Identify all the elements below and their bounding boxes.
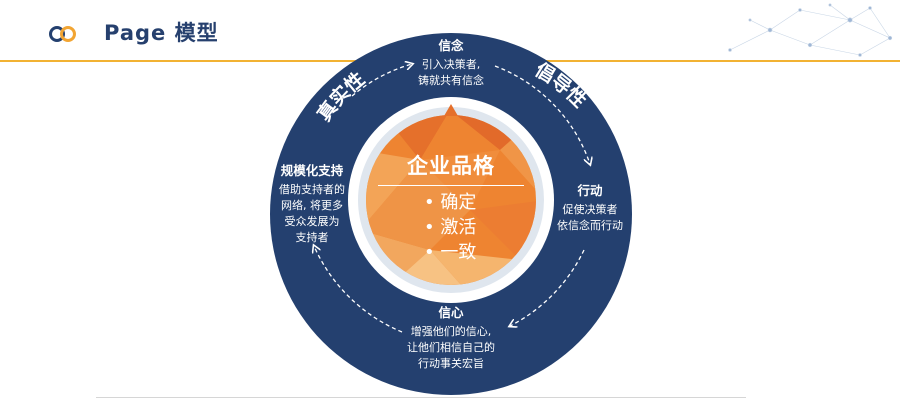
network-decoration-icon <box>728 3 893 57</box>
stage-line: 依信念而行动 <box>557 219 623 232</box>
stage-line: 促使决策者 <box>562 203 618 216</box>
core-divider <box>378 185 524 186</box>
arrow-truth-to-belief <box>351 64 412 97</box>
stage-line: 让他们相信自己的 <box>407 341 495 354</box>
core-item: • 激活 <box>424 217 477 238</box>
logo-icon <box>49 26 76 42</box>
core-list: • 确定 • 激活 • 一致 <box>424 190 476 265</box>
stage-heading: 信念 <box>438 38 464 53</box>
stage-heading: 信心 <box>438 305 464 320</box>
stage-line: 铸就共有信念 <box>418 74 484 87</box>
core-item: • 确定 <box>424 192 477 213</box>
core-item: • 一致 <box>424 242 477 263</box>
core-circle <box>366 115 536 285</box>
stage-scale: 规模化支持 借助支持者的 网络, 将更多 受众发展为 支持者 <box>272 163 352 246</box>
stage-line: 网络, 将更多 <box>281 199 343 212</box>
stage-heading: 行动 <box>577 183 603 198</box>
stage-line: 受众发展为 <box>284 215 340 228</box>
core-title: 企业品格 <box>407 154 495 178</box>
stage-line: 支持者 <box>295 231 329 244</box>
footer-divider <box>96 397 746 398</box>
arrow-faith-to-scale <box>314 246 403 333</box>
stage-line: 引入决策者, <box>421 58 481 71</box>
stage-heading: 规模化支持 <box>280 163 344 178</box>
stage-action: 行动 促使决策者 依信念而行动 <box>550 183 630 234</box>
stage-faith: 信心 增强他们的信心, 让他们相信自己的 行动事关宏旨 <box>392 305 510 372</box>
stage-line: 增强他们的信心, <box>410 325 492 338</box>
arrow-belief-to-action <box>494 65 590 164</box>
stage-belief: 信念 引入决策者, 铸就共有信念 <box>395 38 507 89</box>
page-title: Page 模型 <box>104 21 219 45</box>
stage-line: 行动事关宏旨 <box>418 357 484 370</box>
stage-line: 借助支持者的 <box>279 183 345 196</box>
